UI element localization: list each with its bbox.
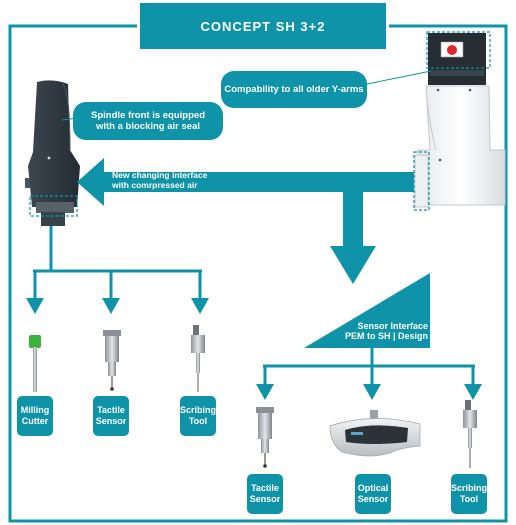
spindle-seal-line1: Spindle front is equipped [91, 109, 205, 121]
optical-sensor-illustration [329, 410, 421, 457]
sensor-interface-wedge [304, 273, 430, 348]
spindle-seal-callout: Spindle front is equipped with a blockin… [73, 102, 223, 140]
compatibility-callout: Compability to all older Y-arms [221, 71, 367, 108]
tool-label-line1: Milling [20, 404, 50, 415]
right-tool-arrowheads [256, 384, 482, 400]
scribing-tool-left-illustration [191, 325, 205, 392]
tool-label-milling-cutter: Milling Cutter [17, 396, 53, 436]
tool-label-line1: Optical [357, 482, 389, 493]
tool-label-line2: Sensor [95, 416, 127, 426]
spindle-housing-illustration [25, 80, 80, 226]
tool-label-tactile-sensor-left: Tactile Sensor [93, 396, 129, 436]
tactile-sensor-left-illustration [103, 330, 121, 391]
interface-arrow-label: New changing interface with comrpressed … [112, 170, 208, 191]
interface-arrow [77, 158, 414, 284]
left-tool-arrowheads [26, 298, 209, 314]
milling-cutter-illustration [29, 335, 41, 392]
tool-label-line2: Sensor [357, 494, 389, 504]
sensor-interface-label: Sensor Interface PEM to SH | Design [333, 321, 428, 342]
tactile-sensor-right-illustration [256, 407, 274, 468]
tool-label-scribing-tool-left: Scribing Tool [180, 396, 216, 436]
left-tool-tree [33, 226, 202, 300]
outer-frame [8, 24, 508, 523]
tool-label-optical-sensor: Optical Sensor [355, 474, 391, 514]
diagram-title: CONCEPT SH 3+2 [137, 0, 389, 52]
tool-label-scribing-tool-right: Scribing Tool [451, 474, 487, 514]
tool-label-line1: Scribing [180, 404, 217, 415]
compatibility-text: Compability to all older Y-arms [224, 83, 364, 95]
right-tool-tree [263, 348, 475, 386]
y-arm-illustration [413, 31, 506, 211]
scribing-tool-right-illustration [463, 400, 477, 468]
tool-label-line2: Sensor [249, 494, 281, 504]
tool-label-line2: Tool [188, 416, 208, 426]
interface-label-line1: New changing interface [112, 170, 208, 180]
tool-label-line2: Cutter [21, 416, 49, 426]
tool-label-line1: Scribing [451, 482, 488, 493]
tool-label-line2: Tool [459, 494, 479, 504]
sensor-interface-line1: Sensor Interface [357, 321, 428, 331]
spindle-seal-line2: with a blocking air seal [95, 121, 200, 132]
tool-label-line1: Tactile [251, 482, 279, 493]
tool-label-tactile-sensor-right: Tactile Sensor [247, 474, 283, 514]
interface-label-line2: with comrpressed air [112, 179, 198, 190]
tool-label-line1: Tactile [97, 404, 125, 415]
sensor-interface-line2: PEM to SH | Design [344, 331, 428, 342]
